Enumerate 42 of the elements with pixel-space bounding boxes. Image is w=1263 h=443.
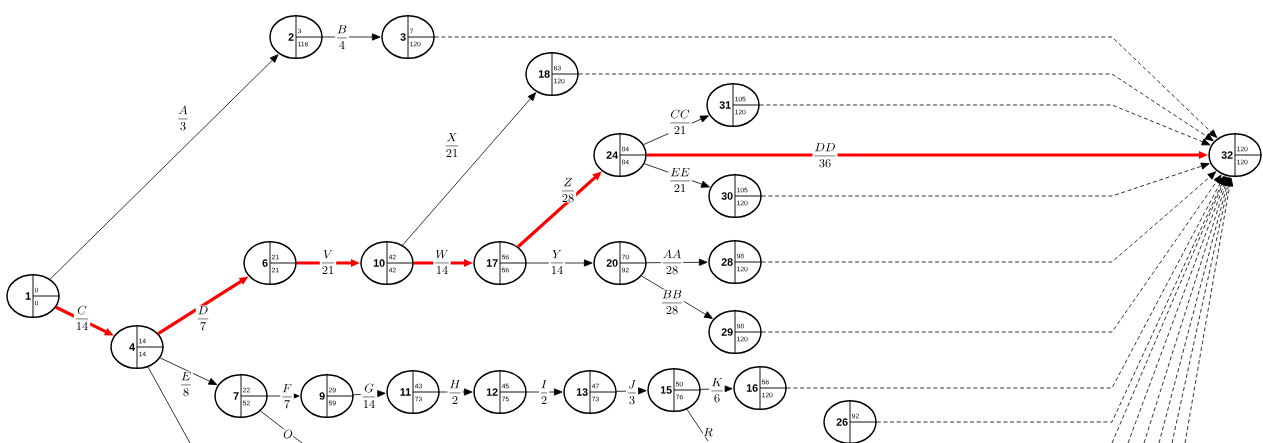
- edge-label: $\frac{BB}{28}$: [660, 289, 684, 315]
- arrow: [616, 387, 647, 395]
- edge-label: $\frac{G}{14}$: [360, 383, 378, 409]
- arrow: [1171, 177, 1232, 443]
- edge-label: $\frac{J}{3}$: [626, 379, 638, 405]
- arrow: [49, 54, 279, 280]
- arrow: [1158, 177, 1231, 443]
- arrow: [786, 175, 1225, 389]
- edge-label: $\frac{K}{6}$: [709, 377, 725, 403]
- edge-label: $\frac{C}{14}$: [73, 305, 91, 331]
- edge-label: $\frac{CC}{21}$: [668, 109, 692, 135]
- arrow: [759, 104, 1211, 146]
- edge-label: $\frac{X}{21}$: [443, 132, 461, 158]
- arrow: [761, 162, 1210, 197]
- edge-label: $\frac{B}{4}$: [335, 24, 349, 50]
- arrow: [876, 176, 1226, 423]
- arrow: [761, 171, 1217, 263]
- edge-label: $\frac{I}{2}$: [538, 379, 550, 405]
- arrow: [526, 388, 563, 396]
- edge-label: $\frac{DD}{36}$: [812, 142, 838, 168]
- arrow: [434, 36, 1218, 138]
- edge-label: $\frac{H}{2}$: [447, 379, 463, 405]
- edge-label: $\frac{A}{3}$: [176, 105, 190, 131]
- arrow: [761, 174, 1222, 333]
- edge-label: $\frac{EE}{21}$: [668, 167, 692, 193]
- arrow: [353, 390, 386, 398]
- edge-label: $\frac{W}{14}$: [433, 249, 451, 275]
- edge-label: $\frac{E}{8}$: [179, 371, 193, 397]
- arrow: [159, 357, 218, 385]
- edge-label: $\frac{D}{7}$: [195, 305, 211, 331]
- edge-label: $R$: [702, 427, 714, 437]
- edge-label: $\frac{F}{7}$: [280, 383, 294, 409]
- edge-label: $O$: [282, 429, 294, 439]
- edge-label: $\frac{Z}{28}$: [559, 177, 577, 203]
- arrow: [402, 92, 537, 246]
- arrow: [439, 388, 473, 396]
- edge-label: $\frac{Y}{14}$: [548, 249, 566, 275]
- edge-label: $\frac{AA}{28}$: [660, 249, 684, 275]
- edge-label: $\frac{V}{21}$: [319, 249, 337, 275]
- arrow: [1184, 177, 1234, 443]
- arrow: [1143, 177, 1229, 443]
- arrow: [578, 73, 1214, 142]
